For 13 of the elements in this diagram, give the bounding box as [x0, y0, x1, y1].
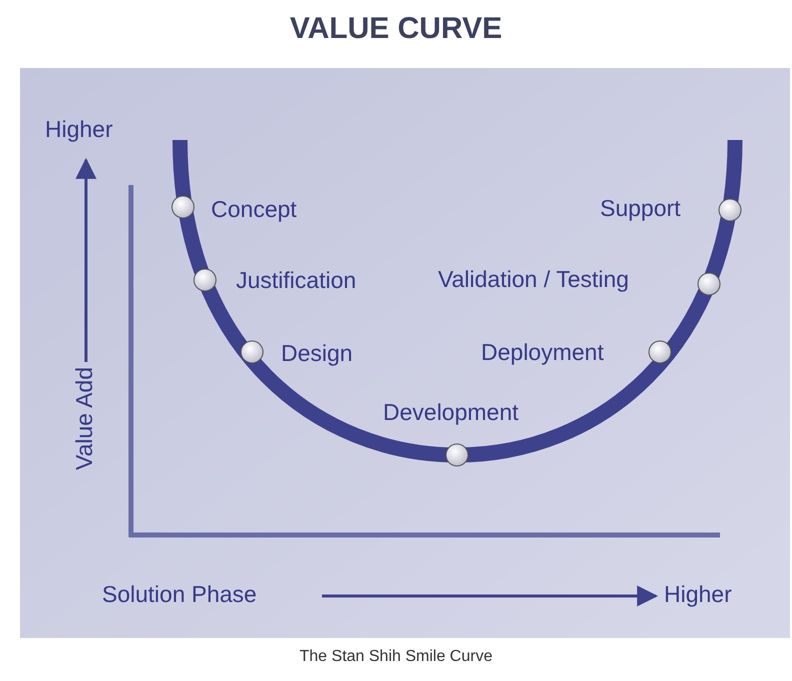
phase-label: Justification	[236, 268, 356, 294]
axis-label: Solution Phase	[102, 582, 257, 608]
phase-label: Support	[600, 196, 681, 222]
axis-label: Higher	[664, 582, 732, 608]
caption: The Stan Shih Smile Curve	[298, 648, 494, 666]
phase-label: Validation / Testing	[438, 267, 629, 292]
axis-label: Value Add	[72, 367, 98, 470]
title: VALUE CURVE	[288, 12, 504, 45]
phase-label: Development	[383, 400, 519, 426]
phase-label: Deployment	[481, 340, 604, 366]
phase-label: Concept	[211, 197, 297, 222]
phase-label: Design	[281, 341, 353, 366]
axis-label: Higher	[45, 117, 113, 142]
